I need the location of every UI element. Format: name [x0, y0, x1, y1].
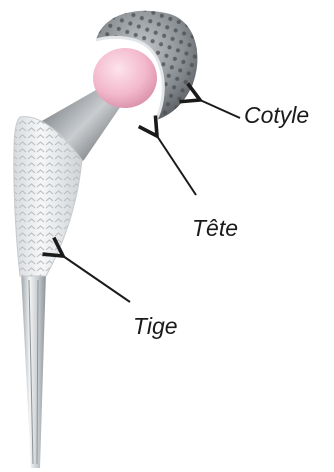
- arrow-tete: [157, 136, 196, 195]
- arrow-tige: [63, 256, 130, 302]
- label-tige: Tige: [133, 315, 178, 338]
- label-cotyle: Cotyle: [244, 104, 309, 127]
- arrow-cotyle: [200, 100, 240, 118]
- stem-shaft: [21, 272, 46, 468]
- label-tete: Tête: [192, 217, 238, 240]
- femoral-head: [93, 48, 157, 108]
